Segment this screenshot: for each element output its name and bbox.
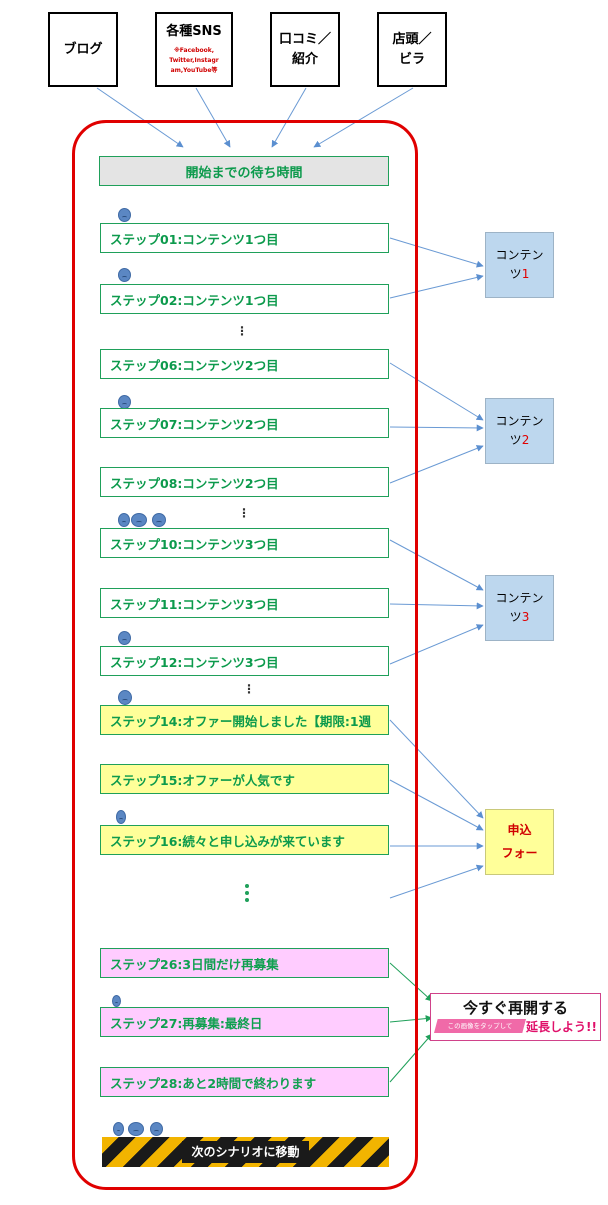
source-sns: 各種SNS ※Facebook, Twitter,Instagr am,YouT… [155,12,233,87]
source-blog-label: ブログ [63,41,103,57]
step-box-offer: ステップ14:オファー開始しました【期限:1週 [100,705,389,735]
content-box-3: コンテン ツ3 [485,575,554,641]
step-box: ステップ02:コンテンツ1つ目 [100,284,389,314]
source-tento: 店頭／ ビラ [377,12,447,87]
content-label-tsu: ツ [509,610,522,624]
face-icon [118,268,131,282]
content-label-line2: ツ3 [510,608,530,627]
arrow-tento [313,87,414,148]
step-box: ステップ01:コンテンツ1つ目 [100,223,389,253]
step-box: ステップ11:コンテンツ3つ目 [100,588,389,618]
face-icon [118,395,131,409]
face-icon [128,1122,144,1136]
step-box-reopen: ステップ28:あと2時間で終わります [100,1067,389,1097]
source-kuchikomi-label: 口コミ／ 紹介 [278,32,331,67]
arrow-kuchikomi [271,87,307,148]
reopen-banner[interactable]: 今すぐ再開する この画像をタップして 延長しよう!! [430,993,601,1041]
content-label: コンテン [495,247,544,262]
content-label-tsu: ツ [509,433,522,447]
source-sns-note: ※Facebook, Twitter,Instagr am,YouTube等 [169,46,219,74]
face-icon [131,513,147,527]
application-form-box: 申込 フォー [485,809,554,875]
face-icon [150,1122,163,1136]
content-label-tsu: ツ [509,267,522,281]
step-box-offer: ステップ16:続々と申し込みが来ています [100,825,389,855]
apply-label-1: 申込 [507,823,532,838]
content-box-2: コンテン ツ2 [485,398,554,464]
face-icon [116,810,126,824]
step-box: ステップ07:コンテンツ2つ目 [100,408,389,438]
face-icon [118,631,131,645]
step-box: ステップ08:コンテンツ2つ目 [100,467,389,497]
next-scenario-bar: 次のシナリオに移動 [102,1137,389,1167]
content-label-line2: ツ2 [510,431,530,450]
arrow-sns [195,87,231,148]
source-blog: ブログ [48,12,118,87]
ellipsis-large [245,884,249,905]
face-icon [118,208,131,222]
step-box-reopen: ステップ27:再募集:最終日 [100,1007,389,1037]
face-icon [112,995,121,1007]
banner-extend-text: 延長しよう!! [526,1020,597,1034]
source-sns-label: 各種SNS [166,24,222,39]
ellipsis: ⋮ [238,506,250,520]
next-scenario-label: 次のシナリオに移動 [182,1141,309,1163]
step-box-offer: ステップ15:オファーが人気です [100,764,389,794]
content-label-line2: ツ1 [510,265,530,284]
arrow-blog [96,87,184,148]
step-box: ステップ12:コンテンツ3つ目 [100,646,389,676]
banner-tap-strip: この画像をタップして [434,1019,526,1033]
face-icon [118,513,130,527]
face-icon [113,1122,124,1136]
step-box: ステップ10:コンテンツ3つ目 [100,528,389,558]
content-label: コンテン [495,590,544,605]
source-kuchikomi: 口コミ／ 紹介 [270,12,340,87]
step-box: ステップ06:コンテンツ2つ目 [100,349,389,379]
ellipsis: ⋮ [243,682,255,696]
ellipsis: ⋮ [236,324,248,338]
banner-main-text: 今すぐ再開する [462,999,568,1017]
content-box-1: コンテン ツ1 [485,232,554,298]
content-number: 2 [521,433,530,447]
face-icon [152,513,166,527]
apply-label-2: フォー [501,846,538,860]
source-tento-label: 店頭／ ビラ [392,32,432,67]
scenario-frame [72,120,418,1190]
content-number: 3 [521,610,530,624]
face-icon [118,690,132,705]
step-box-reopen: ステップ26:3日間だけ再募集 [100,948,389,978]
content-number: 1 [521,267,530,281]
wait-time-header: 開始までの待ち時間 [99,156,389,186]
content-label: コンテン [495,413,544,428]
